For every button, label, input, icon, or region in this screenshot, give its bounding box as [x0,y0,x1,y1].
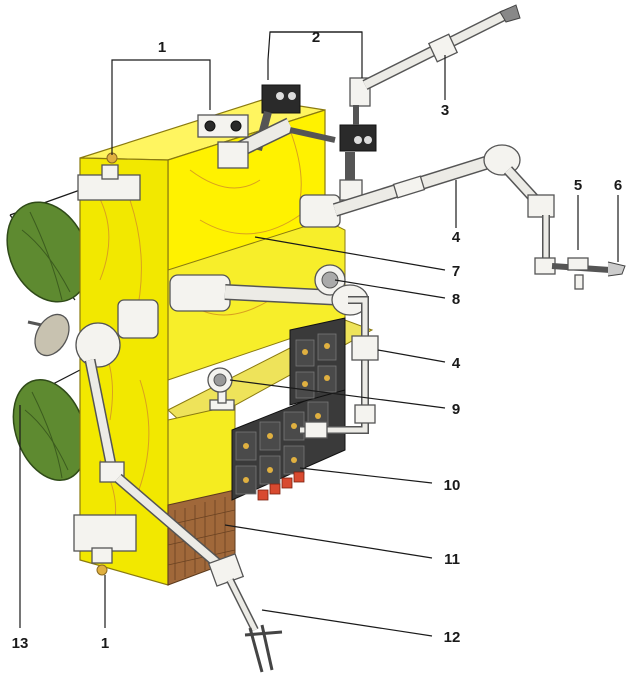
callout-7: 7 [452,263,460,280]
callout-1-bottom: 1 [101,635,109,652]
callout-3: 3 [441,102,449,119]
callout-8: 8 [452,291,460,308]
camera-boom [217,117,363,201]
callout-labels: 1 2 3 4 5 6 7 8 4 9 10 11 12 13 1 [12,29,623,652]
callout-2: 2 [312,29,320,46]
small-dish [27,313,70,357]
docking-block-top-left [77,152,141,201]
callout-5: 5 [574,177,582,194]
callout-10: 10 [444,477,461,494]
docking-block-bottom [73,514,137,576]
callout-12: 12 [444,629,461,646]
leader-lines [19,31,619,637]
left-manipulator-arm [75,299,283,673]
callout-4-upper: 4 [452,229,461,246]
callout-1-top: 1 [158,39,166,56]
equipment-modules [231,317,346,501]
callout-4-lower: 4 [452,355,461,372]
docking-block-top [197,114,249,138]
callout-13: 13 [12,635,29,652]
callout-11: 11 [444,551,460,568]
callout-9: 9 [452,401,460,418]
antenna-dish-upper [6,189,90,303]
side-piping [300,296,379,439]
right-manipulator-arm [299,144,626,290]
upper-manipulator-arm [349,4,521,125]
middle-arm [169,264,369,316]
camera-unit-lower [339,124,377,152]
callout-6: 6 [614,177,622,194]
